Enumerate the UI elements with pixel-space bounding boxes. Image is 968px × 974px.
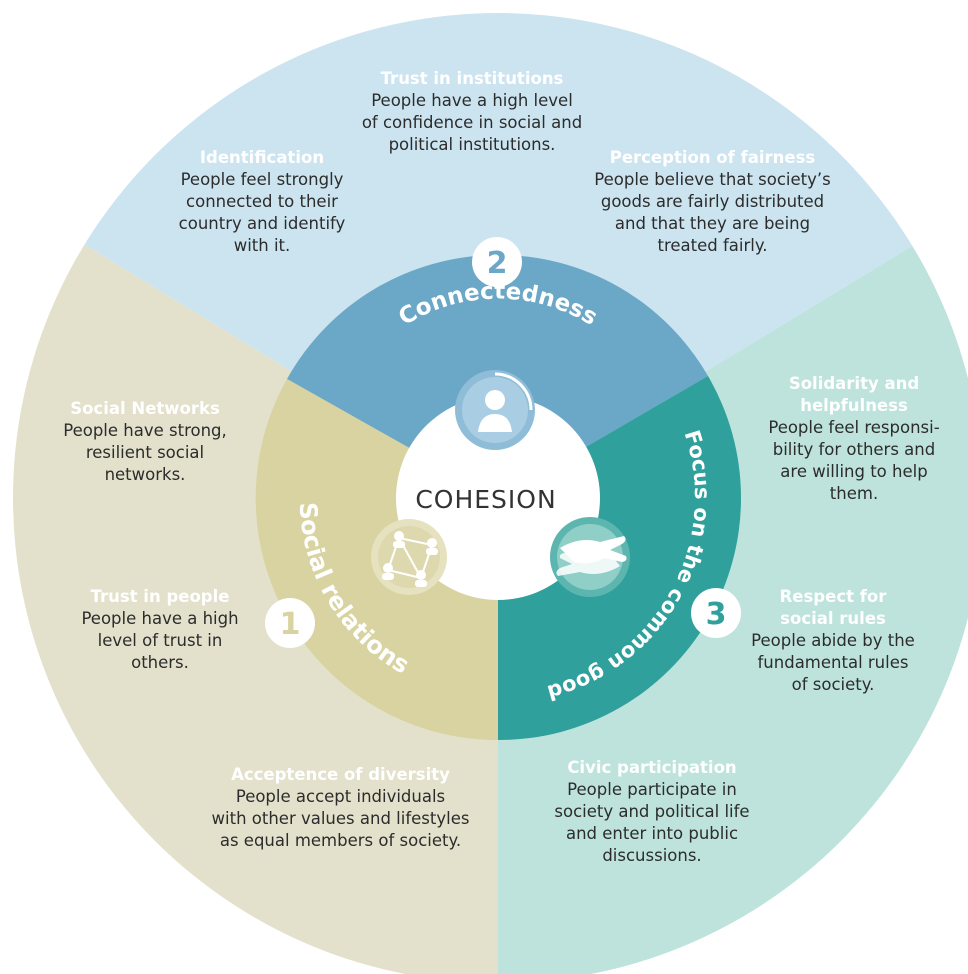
block-perception-of-fairness: Perception of fairness People believe th…	[580, 147, 845, 257]
block-acceptence-of-diversity: Acceptence of diversity People accept in…	[198, 764, 483, 852]
hands-icon	[550, 517, 630, 597]
block-respect-for-social-rules: Respect for social rules People abide by…	[738, 586, 928, 696]
block-heading: Trust in institutions	[380, 69, 564, 88]
badge-connectedness: 2	[472, 237, 522, 287]
person-icon	[455, 370, 535, 450]
block-heading: Social Networks	[70, 399, 220, 418]
block-text: People have a high level of trust in oth…	[81, 609, 239, 672]
block-solidarity-and-helpfulness: Solidarity and helpfulness People feel r…	[748, 373, 960, 505]
block-heading: Trust in people	[90, 587, 230, 606]
block-text: People accept individuals with other val…	[211, 787, 470, 850]
block-civic-participation: Civic participation People participate i…	[537, 757, 767, 867]
block-text: People believe that society’s goods are …	[594, 170, 831, 255]
block-heading: Solidarity and helpfulness	[788, 374, 920, 415]
outer-sector-social	[13, 205, 498, 974]
block-text: People abide by the fundamental rules of…	[751, 631, 915, 694]
block-text: People have a high level of confidence i…	[361, 91, 583, 154]
block-heading: Acceptence of diversity	[231, 765, 450, 784]
block-heading: Respect for social rules	[779, 587, 887, 628]
block-heading: Civic participation	[567, 758, 737, 777]
block-social-networks: Social Networks People have strong, resi…	[45, 398, 245, 486]
block-heading: Identification	[199, 148, 325, 167]
block-text: People participate in society and politi…	[554, 780, 750, 865]
badge-social-relations: 1	[265, 598, 315, 648]
block-text: People feel strongly connected to their …	[178, 170, 346, 255]
center-circle	[396, 396, 600, 600]
block-text: People feel responsi- bility for others …	[768, 418, 940, 503]
svg-text:3: 3	[706, 597, 727, 632]
block-heading: Perception of fairness	[609, 148, 816, 167]
center-label: COHESION	[415, 485, 556, 514]
block-trust-in-people: Trust in people People have a high level…	[60, 586, 260, 674]
badge-common-good: 3	[691, 588, 741, 638]
network-icon	[371, 519, 447, 595]
svg-text:1: 1	[280, 607, 301, 642]
block-identification: Identification People feel strongly conn…	[157, 147, 367, 257]
block-trust-in-institutions: Trust in institutions People have a high…	[352, 68, 592, 156]
svg-text:2: 2	[487, 246, 508, 281]
outer-sector-common-good	[498, 212, 968, 974]
block-text: People have strong, resilient social net…	[63, 421, 227, 484]
